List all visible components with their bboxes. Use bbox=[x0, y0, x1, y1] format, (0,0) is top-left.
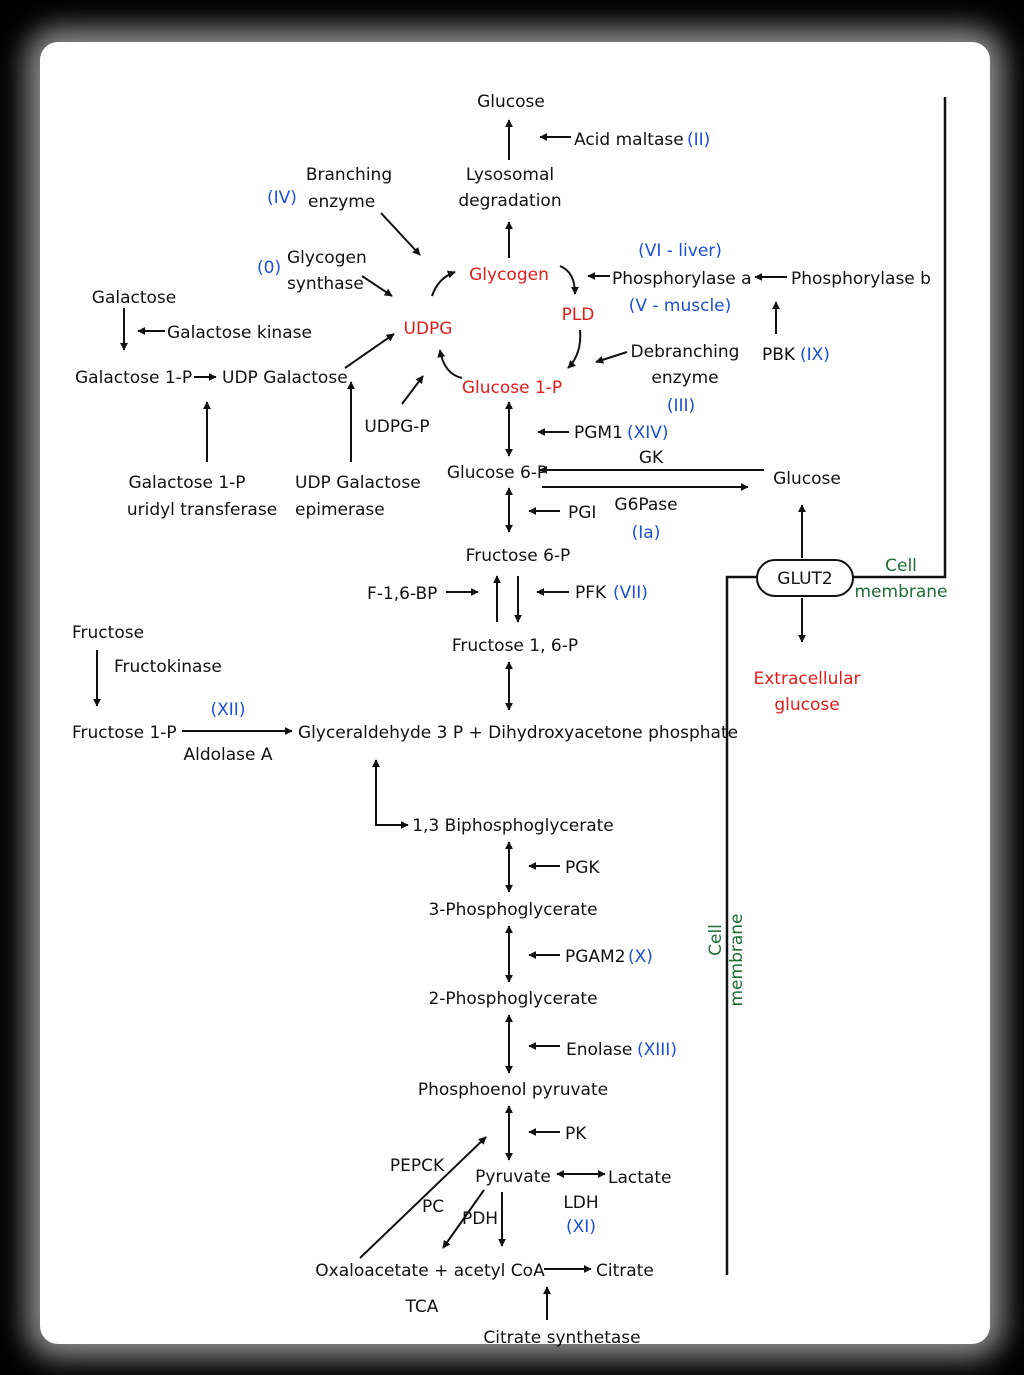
pbk-type: (IX) bbox=[800, 345, 830, 365]
debranching-enzyme-type: (III) bbox=[667, 396, 695, 416]
vertical-cell-label: Cell bbox=[706, 924, 726, 956]
udp-galactose-label: UDP Galactose bbox=[222, 368, 348, 388]
pepck-label: PEPCK bbox=[390, 1156, 445, 1176]
citrate-node: Citrate bbox=[596, 1261, 654, 1281]
galactose-1p-label: Galactose 1-P bbox=[75, 368, 192, 388]
lysosomal-label: Lysosomal bbox=[466, 165, 554, 185]
cell-membrane-line-top bbox=[853, 97, 947, 579]
fructokinase-label: Fructokinase bbox=[114, 657, 222, 677]
galt-label-2: uridyl transferase bbox=[127, 500, 277, 520]
pk-label: PK bbox=[565, 1124, 587, 1144]
glucose-1p-node: Glucose 1-P bbox=[462, 378, 562, 398]
enolase-type: (XIII) bbox=[637, 1040, 677, 1060]
galactose-kinase-label: Galactose kinase bbox=[167, 323, 312, 343]
glycogen-node: Glycogen bbox=[469, 265, 549, 285]
pgm1-type: (XIV) bbox=[627, 423, 669, 443]
pg2-node: 2-Phosphoglycerate bbox=[428, 989, 597, 1009]
pgm1-label: PGM1 bbox=[574, 423, 623, 443]
glucose-1p-to-udpg-arrow bbox=[437, 349, 463, 379]
pgam2-label: PGAM2 bbox=[565, 947, 626, 967]
glycogen-synthase-label-2: synthase bbox=[287, 274, 364, 294]
fructose-1p-label: Fructose 1-P bbox=[72, 723, 177, 743]
fructose-label: Fructose bbox=[72, 623, 144, 643]
pc-arrow bbox=[442, 1189, 485, 1249]
glycogen-synthase-type: (0) bbox=[257, 258, 281, 278]
gsd-v-muscle-label: (V - muscle) bbox=[629, 296, 732, 316]
debranching-enzyme-arrow bbox=[595, 351, 628, 364]
pfk-type: (VII) bbox=[613, 583, 648, 603]
galt-label: Galactose 1-P bbox=[128, 473, 245, 493]
glucose-top-label: Glucose bbox=[477, 92, 545, 112]
pgam2-type: (X) bbox=[628, 947, 653, 967]
pyruvate-node: Pyruvate bbox=[475, 1167, 551, 1187]
glycogen-synthase-arrow bbox=[361, 275, 393, 297]
degradation-label: degradation bbox=[458, 191, 561, 211]
udpg-to-glycogen-arrow bbox=[431, 270, 456, 297]
branching-enzyme-arrow bbox=[380, 212, 421, 256]
phosphorylase-b-label: Phosphorylase b bbox=[791, 269, 931, 289]
udpg-p-arrow bbox=[401, 375, 424, 405]
pfk-label: PFK bbox=[575, 583, 607, 603]
branching-enzyme-label-2: enzyme bbox=[308, 192, 375, 212]
glycogen-synthase-label: Glycogen bbox=[287, 248, 367, 268]
udp-galactose-to-udpg-arrow bbox=[344, 333, 395, 369]
debranching-enzyme-label: Debranching bbox=[631, 342, 740, 362]
acid-maltase-label: Acid maltase bbox=[574, 130, 684, 150]
pc-label: PC bbox=[422, 1197, 444, 1217]
pg3-node: 3-Phosphoglycerate bbox=[428, 900, 597, 920]
gsd-vi-liver-label: (VI - liver) bbox=[638, 241, 722, 261]
udpg-node: UDPG bbox=[404, 319, 453, 339]
branching-enzyme-type: (IV) bbox=[267, 188, 297, 208]
pep-node: Phosphoenol pyruvate bbox=[418, 1080, 608, 1100]
aldolase-a-label: Aldolase A bbox=[183, 745, 272, 765]
pld-to-glucose-1p-arrow bbox=[567, 329, 582, 369]
bpg13-node: 1,3 Biphosphoglycerate bbox=[412, 816, 614, 836]
udpg-p-label: UDPG-P bbox=[364, 417, 429, 437]
galactose-label: Galactose bbox=[92, 288, 176, 308]
acid-maltase-type: (II) bbox=[687, 130, 710, 150]
enolase-label: Enolase bbox=[566, 1040, 632, 1060]
pld-node: PLD bbox=[562, 305, 595, 325]
pbk-label: PBK bbox=[762, 345, 796, 365]
phosphorylase-a-label: Phosphorylase a bbox=[612, 269, 752, 289]
pepck-arrow bbox=[359, 1136, 487, 1259]
gk-label: GK bbox=[639, 448, 664, 468]
epimerase-label: UDP Galactose bbox=[295, 473, 421, 493]
pgk-label: PGK bbox=[565, 858, 600, 878]
g3p-dhap-node: Glyceraldehyde 3 P + Dihydroxyacetone ph… bbox=[298, 723, 738, 743]
citrate-synthetase-label: Citrate synthetase bbox=[483, 1328, 640, 1348]
extracellular-glucose-label: Extracellular bbox=[753, 669, 860, 689]
glucose-6p-node: Glucose 6-P bbox=[447, 463, 547, 483]
epimerase-label-2: epimerase bbox=[295, 500, 385, 520]
debranching-enzyme-label-2: enzyme bbox=[651, 368, 718, 388]
tca-label: TCA bbox=[405, 1297, 439, 1317]
pdh-label: PDH bbox=[462, 1209, 498, 1229]
ldh-label: LDH bbox=[563, 1193, 598, 1213]
extracellular-glucose-label-2: glucose bbox=[774, 695, 839, 715]
glycogen-to-pld-arrow bbox=[559, 265, 579, 295]
fructose-6p-node: Fructose 6-P bbox=[466, 546, 571, 566]
cell-membrane-label: Cell bbox=[885, 556, 917, 576]
aldolase-type: (XII) bbox=[211, 700, 246, 720]
lactate-label: Lactate bbox=[608, 1168, 671, 1188]
glucose-right-label: Glucose bbox=[773, 469, 841, 489]
g6pase-type: (Ia) bbox=[632, 523, 661, 543]
cell-membrane-line-left bbox=[725, 575, 757, 1275]
vertical-membrane-label: membrane bbox=[727, 913, 747, 1006]
cell-membrane-label-2: membrane bbox=[854, 582, 947, 602]
diagram-panel bbox=[40, 42, 990, 1344]
glut2-label: GLUT2 bbox=[777, 569, 832, 589]
g6pase-label: G6Pase bbox=[614, 495, 677, 515]
oaa-acoa-node: Oxaloacetate + acetyl CoA bbox=[315, 1261, 545, 1281]
pgi-label: PGI bbox=[568, 503, 596, 523]
g3p-bpg13-arrow bbox=[372, 759, 409, 829]
ldh-type: (XI) bbox=[566, 1217, 596, 1237]
fructose-16p-node: Fructose 1, 6-P bbox=[452, 636, 578, 656]
branching-enzyme-label: Branching bbox=[306, 165, 392, 185]
f16bp-label: F-1,6-BP bbox=[367, 584, 437, 604]
